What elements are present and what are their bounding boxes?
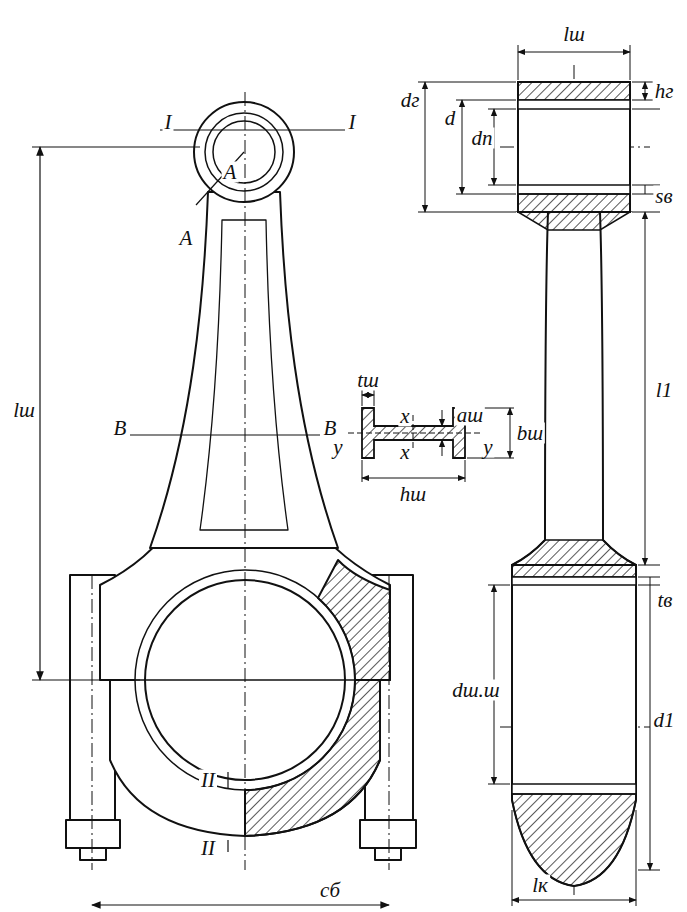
dimension-label: sв bbox=[653, 186, 674, 207]
dimension-label: dш.ш bbox=[450, 680, 501, 701]
axis-label: y bbox=[481, 437, 494, 458]
section-mark: I bbox=[347, 112, 358, 133]
dimension-label: lш bbox=[561, 24, 587, 45]
dimension-label: hш bbox=[398, 484, 428, 505]
axis-label: y bbox=[331, 437, 344, 458]
section-mark: I bbox=[163, 112, 174, 133]
section-mark: A bbox=[178, 228, 195, 249]
section-mark: II bbox=[199, 770, 217, 791]
dimension-label: hг bbox=[653, 81, 676, 102]
dimension-label: bш bbox=[515, 423, 545, 444]
dimension-label: lш bbox=[11, 400, 37, 421]
dimension-label: tв bbox=[656, 590, 675, 611]
dimension-label: aш bbox=[455, 405, 485, 426]
axis-label: x bbox=[398, 406, 411, 427]
dimension-label: dп bbox=[470, 128, 495, 149]
dimension-label: l1 bbox=[654, 380, 674, 401]
section-mark: A bbox=[222, 162, 239, 183]
dimension-label: dг bbox=[399, 90, 422, 111]
dimension-label: d bbox=[443, 108, 458, 129]
section-mark: В bbox=[322, 418, 339, 439]
section-mark: В bbox=[112, 418, 129, 439]
dimension-label: d1 bbox=[652, 710, 677, 731]
axis-label: x bbox=[398, 442, 411, 463]
dimension-label: lк bbox=[530, 875, 550, 896]
dimension-label: cб bbox=[318, 880, 342, 901]
section-mark: II bbox=[199, 838, 217, 859]
dimension-label: tш bbox=[355, 370, 381, 391]
